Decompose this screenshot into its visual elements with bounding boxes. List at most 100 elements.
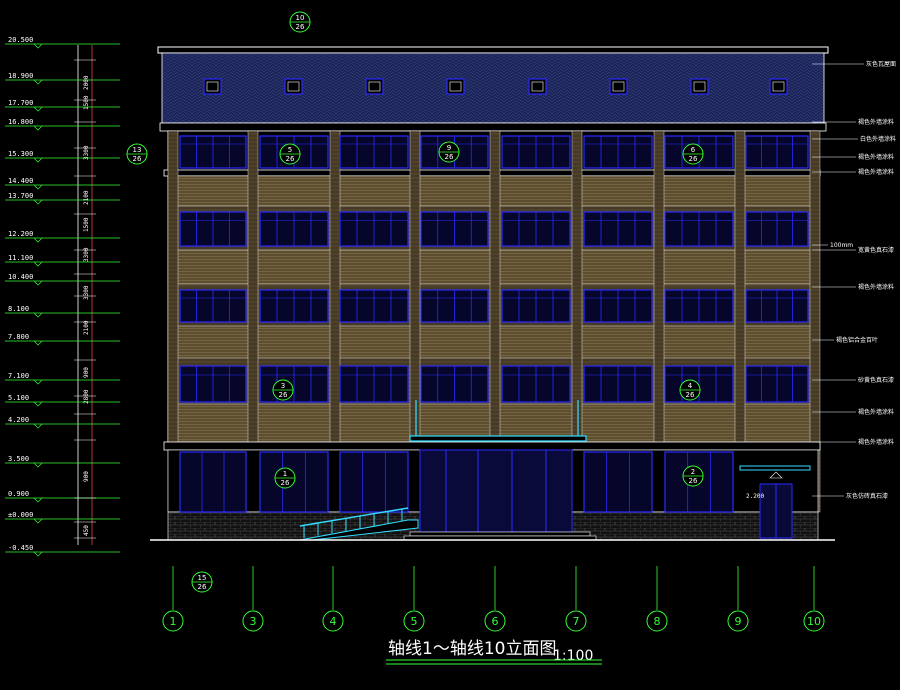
axis-label: 6 bbox=[492, 615, 499, 628]
dimension-label: 900 bbox=[83, 471, 90, 482]
side-door: 2.200 bbox=[739, 465, 811, 539]
dimension-label: 2100 bbox=[83, 320, 90, 335]
material-note: 褐色外墙涂料 bbox=[858, 153, 894, 161]
door-level-label: 2.200 bbox=[746, 493, 764, 500]
detail-ref-number: 4 bbox=[688, 382, 693, 390]
detail-ref-bubble: 926 bbox=[438, 141, 460, 163]
detail-ref-number: 3 bbox=[281, 382, 285, 390]
level-marker bbox=[33, 423, 43, 429]
axis-label: 3 bbox=[250, 615, 257, 628]
axis-bubble bbox=[484, 610, 506, 632]
roof-dormer-window bbox=[284, 78, 303, 95]
level-label: -0.450 bbox=[8, 544, 33, 552]
level-marker bbox=[33, 261, 43, 267]
level-label: 0.900 bbox=[8, 490, 29, 498]
building-elevation: 2.200 bbox=[150, 46, 835, 541]
level-marker bbox=[33, 106, 43, 112]
detail-ref-number: 10 bbox=[296, 14, 305, 22]
level-label: 13.700 bbox=[8, 192, 33, 200]
axis-bubble bbox=[565, 610, 587, 632]
detail-ref-sheet: 26 bbox=[689, 477, 698, 485]
roof bbox=[161, 52, 825, 124]
detail-ref-bubble: 326 bbox=[272, 379, 294, 401]
level-label: 7.100 bbox=[8, 372, 29, 380]
level-column: 20.50018.90017.70016.80015.30014.40013.7… bbox=[5, 36, 120, 557]
level-label: 15.300 bbox=[8, 150, 33, 158]
dormer-frame bbox=[772, 81, 785, 92]
material-note: 宽黄色真石漆 bbox=[858, 246, 894, 254]
axis-bubble bbox=[646, 610, 668, 632]
level-marker bbox=[33, 312, 43, 318]
dimension-label: 3300 bbox=[83, 247, 90, 262]
level-marker bbox=[33, 379, 43, 385]
axis-label: 10 bbox=[807, 615, 821, 628]
dimension-label: 900 bbox=[83, 367, 90, 378]
level-marker bbox=[33, 280, 43, 286]
roof-dormer-window bbox=[609, 78, 628, 95]
axis-bubble bbox=[803, 610, 825, 632]
detail-ref-bubble: 626 bbox=[682, 143, 704, 165]
detail-ref-number: 6 bbox=[691, 146, 696, 154]
level-marker bbox=[33, 184, 43, 190]
detail-ref-bubble: 126 bbox=[274, 467, 296, 489]
axis-bubble bbox=[162, 610, 184, 632]
axis-bubble bbox=[727, 610, 749, 632]
level-marker bbox=[33, 79, 43, 85]
detail-ref-number: 5 bbox=[288, 146, 292, 154]
level-label: 17.700 bbox=[8, 99, 33, 107]
level-marker bbox=[33, 401, 43, 407]
level-label: 4.200 bbox=[8, 416, 29, 424]
dimension-label: 2100 bbox=[83, 190, 90, 205]
dormer-frame bbox=[449, 81, 462, 92]
material-note: 褐色铝合金百叶 bbox=[836, 336, 878, 344]
material-note: 褐色外墙涂料 bbox=[858, 283, 894, 291]
dimension-label: 1500 bbox=[83, 217, 90, 232]
level-label: 3.500 bbox=[8, 455, 29, 463]
detail-ref-number: 15 bbox=[198, 574, 207, 582]
level-marker bbox=[33, 497, 43, 503]
material-note: 褐色外墙涂料 bbox=[858, 168, 894, 176]
level-marker bbox=[33, 518, 43, 524]
axis-bubble bbox=[322, 610, 344, 632]
dimension-label: 3300 bbox=[83, 145, 90, 160]
detail-ref-number: 2 bbox=[691, 468, 695, 476]
roof-dormer-window bbox=[528, 78, 547, 95]
level-marker bbox=[33, 462, 43, 468]
scale-text: 1:100 bbox=[553, 648, 593, 664]
axis-label: 8 bbox=[654, 615, 661, 628]
dimension-label: 3300 bbox=[83, 285, 90, 300]
dormer-frame bbox=[612, 81, 625, 92]
material-note: 灰色瓦屋面 bbox=[866, 60, 896, 68]
detail-ref-sheet: 26 bbox=[281, 479, 290, 487]
detail-ref-sheet: 26 bbox=[689, 155, 698, 163]
detail-ref-number: 13 bbox=[133, 146, 142, 154]
drawing-title: 轴线1～轴线10立面图 1:100 bbox=[386, 639, 602, 665]
level-label: 20.500 bbox=[8, 36, 33, 44]
dimension-label: 2800 bbox=[83, 389, 90, 404]
dormer-frame bbox=[693, 81, 706, 92]
material-note: 褐色外墙涂料 bbox=[858, 408, 894, 416]
detail-ref-bubble: 226 bbox=[682, 465, 704, 487]
roof-dormer-window bbox=[690, 78, 709, 95]
detail-ref-sheet: 26 bbox=[686, 391, 695, 399]
material-note: 褐色外墙涂料 bbox=[858, 438, 894, 446]
detail-ref-sheet: 26 bbox=[286, 155, 295, 163]
axis-label: 5 bbox=[411, 615, 418, 628]
detail-ref-sheet: 26 bbox=[445, 153, 454, 161]
detail-ref-bubble: 426 bbox=[679, 379, 701, 401]
axis-label: 1 bbox=[170, 615, 177, 628]
detail-ref-bubble: 526 bbox=[279, 143, 301, 165]
dimension-label: 2000 bbox=[83, 75, 90, 90]
level-label: 12.200 bbox=[8, 230, 33, 238]
material-note: 100mm bbox=[830, 242, 853, 249]
roof-dormer-window bbox=[446, 78, 465, 95]
dormer-frame bbox=[287, 81, 300, 92]
roof-dormer-window bbox=[203, 78, 222, 95]
title-text: 轴线1～轴线10立面图 bbox=[388, 639, 556, 659]
detail-ref-number: 9 bbox=[447, 144, 451, 152]
detail-ref-sheet: 26 bbox=[133, 155, 142, 163]
